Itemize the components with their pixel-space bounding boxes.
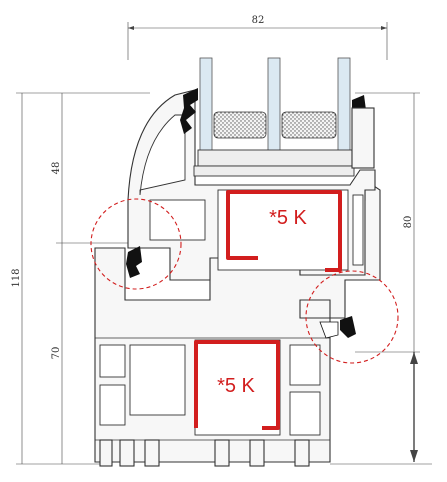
dim-left-upper: 48 — [51, 162, 62, 175]
sash-chamber-left — [149, 199, 206, 241]
frame-reinforcement-label: *5 K — [217, 375, 255, 397]
glass-pane-2 — [267, 57, 281, 164]
dimension-labels: 82 80 118 48 70 — [11, 15, 414, 359]
right-lower-arrows — [410, 352, 418, 462]
center-seal-gasket — [340, 316, 356, 338]
foot — [214, 439, 230, 467]
spacer-1 — [213, 111, 267, 139]
glazing-unit — [180, 57, 375, 177]
foot — [294, 439, 310, 467]
center-seal-white — [319, 321, 339, 339]
gaskets — [126, 246, 356, 339]
outer-sash-gasket — [126, 246, 142, 278]
sash-profile — [127, 89, 376, 281]
foot — [99, 439, 113, 467]
frame-chamber-outer — [99, 384, 126, 426]
glazing-bead — [351, 107, 375, 169]
foot — [249, 439, 265, 467]
foot — [119, 439, 135, 467]
center-seal-highlight — [305, 270, 399, 364]
highlight-circles — [90, 198, 399, 364]
sash-reinforcement — [226, 190, 342, 272]
foot — [144, 439, 160, 467]
frame-chamber-outer-top — [99, 344, 126, 378]
sash-chamber-right — [352, 194, 364, 266]
glass-pane-1 — [199, 57, 213, 164]
steel-reinforcements: *5 K *5 K — [194, 190, 342, 430]
frame-chamber-right-top — [289, 344, 321, 386]
frame-chamber-left — [129, 344, 186, 416]
sash-reinforcement-label: *5 K — [269, 207, 307, 229]
dim-left-total: 118 — [11, 268, 22, 287]
sash-curved-chamber — [139, 114, 186, 196]
spacer-2 — [281, 111, 337, 139]
dimension-lines — [16, 22, 432, 465]
glazing-bead-base — [197, 149, 354, 167]
outer-glazing-seal — [180, 88, 198, 134]
dim-left-lower: 70 — [51, 347, 62, 360]
frame-reinforcement — [194, 340, 280, 430]
dim-top-width: 82 — [252, 15, 265, 26]
frame-feet — [99, 439, 310, 467]
glass-pane-3 — [337, 57, 351, 164]
outer-seal-highlight — [90, 198, 182, 290]
dim-right-height: 80 — [403, 216, 414, 229]
frame-chamber-right-bottom — [289, 391, 321, 436]
glazing-block — [193, 165, 355, 177]
